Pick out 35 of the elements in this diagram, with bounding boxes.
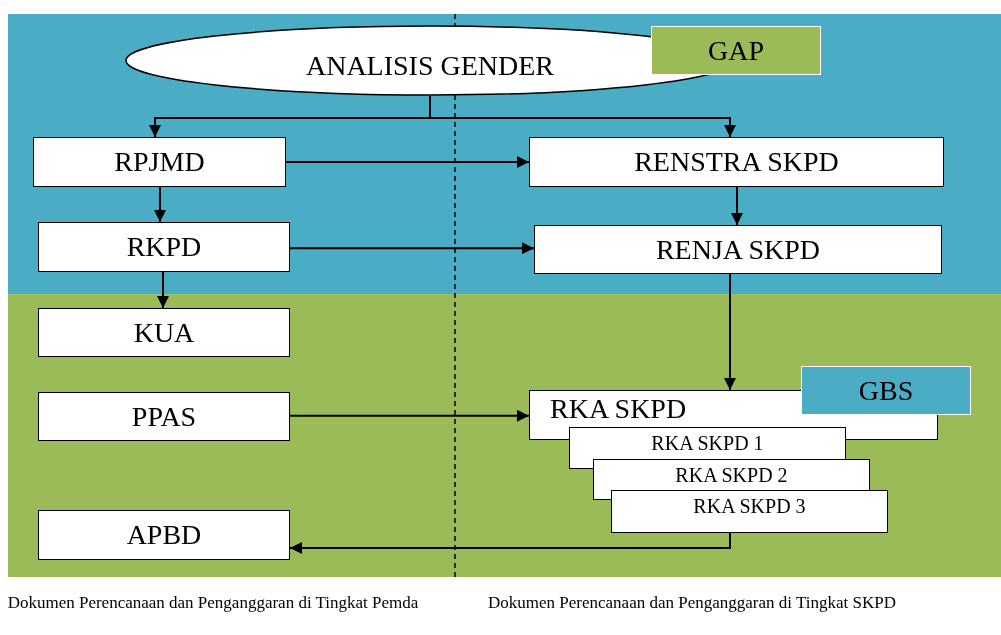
node-label: ANALISIS GENDER [305,49,555,82]
process-box [38,392,290,441]
node-label: RENJA SKPD [655,233,821,266]
caption-text: Dokumen Perencanaan dan Penganggaran di Tingkat SKPD [487,592,897,614]
arrow [289,242,535,255]
caption-text: Dokumen Perencanaan dan Penganggaran di Tingkat Pemda [6,592,420,614]
node-label: RPJMD [114,146,205,178]
process-box [529,137,944,187]
node-label: GAP [708,34,764,67]
node-label: APBD [126,519,202,551]
arrow [429,95,736,138]
node-label: RKA SKPD [550,393,687,425]
arrow [731,186,743,226]
process-box [33,137,286,187]
arrow [289,409,530,422]
tag-box [801,366,971,415]
process-box [38,308,290,357]
node-label: RKA SKPD 1 [651,432,764,454]
arrow [289,532,731,554]
arrow [724,273,736,391]
node-label: GBS [858,374,914,407]
node-label: KUA [133,316,195,349]
process-box [611,490,888,533]
process-box [38,222,290,272]
tag-box [651,26,821,75]
arrow [157,271,169,309]
arrow [154,186,166,223]
process-box [38,510,290,560]
arrow [285,156,530,168]
process-box [534,225,942,274]
node-label: PPAS [131,400,197,433]
node-label: RKPD [126,231,202,263]
node-label: RKA SKPD 2 [675,464,788,486]
node-label: RENSTRA SKPD [634,146,839,178]
node-label: RKA SKPD 3 [693,495,806,517]
